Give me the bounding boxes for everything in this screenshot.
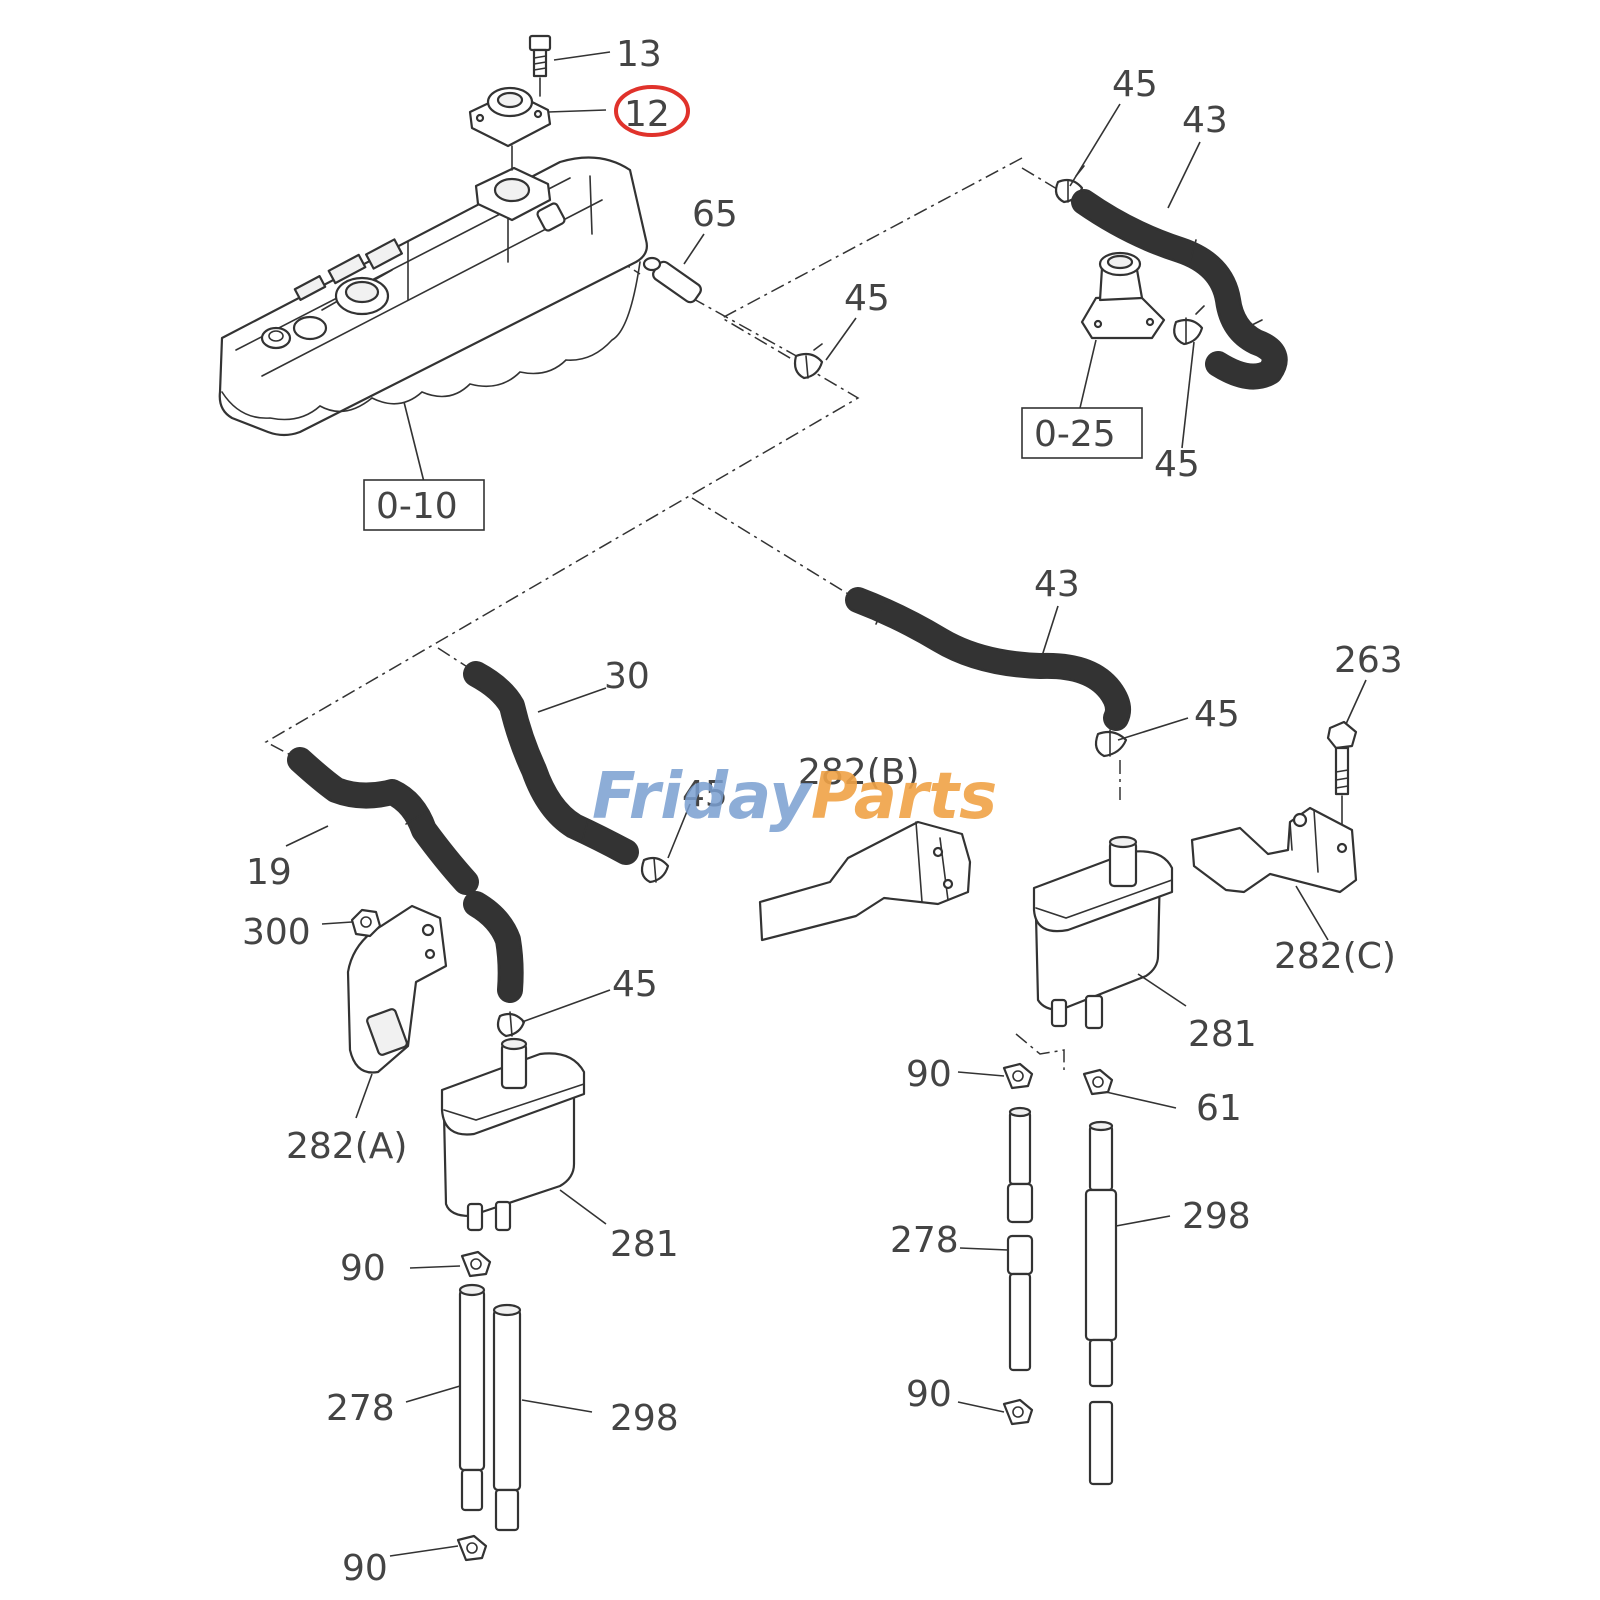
- callout-43-top: 43: [1182, 100, 1228, 141]
- connector-65: [642, 256, 702, 304]
- callout-0-10: 0-10: [376, 486, 458, 527]
- rocker-cover: [218, 156, 648, 437]
- line-298-right: [1084, 1120, 1118, 1486]
- clamp-45-top-left: [793, 343, 824, 380]
- callout-45-top-right: 45: [1112, 64, 1158, 105]
- clamp-45-right-fitting: [1173, 305, 1205, 346]
- clamp-90-mid-right: [1002, 1062, 1034, 1090]
- bolt-263: [1326, 720, 1358, 835]
- callout-282b: 282(B): [798, 752, 920, 793]
- callout-90-left-lower: 90: [342, 1548, 388, 1589]
- callout-282a: 282(A): [286, 1126, 407, 1167]
- callout-263: 263: [1334, 640, 1403, 681]
- callout-65: 65: [692, 194, 738, 235]
- callout-281-right: 281: [1188, 1014, 1257, 1055]
- clamp-61: [1082, 1068, 1114, 1096]
- cap-flange-12: [468, 86, 552, 171]
- callout-298-left: 298: [610, 1398, 679, 1439]
- clamp-45-lower-left: [496, 1011, 526, 1038]
- callout-90-right-lower: 90: [906, 1374, 952, 1415]
- bracket-282b: [758, 820, 972, 942]
- reservoir-281-left: [440, 1037, 586, 1232]
- line-278-left: [458, 1283, 486, 1512]
- callout-61: 61: [1196, 1088, 1242, 1129]
- line-278-right: [1006, 1106, 1034, 1372]
- callout-281-left: 281: [610, 1224, 679, 1265]
- svg-text:FridayParts: FridayParts: [592, 760, 997, 834]
- hose-19: [287, 747, 524, 1003]
- callout-300: 300: [242, 912, 311, 953]
- callout-298-right: 298: [1182, 1196, 1251, 1237]
- callout-45-lower-left: 45: [612, 964, 658, 1005]
- reservoir-281-right: [1032, 835, 1174, 1030]
- callout-12: 12: [624, 94, 670, 135]
- clamp-45-mid-right: [1094, 729, 1128, 758]
- watermark-text-parts: Parts: [811, 760, 997, 834]
- clamp-90-left-lower: [456, 1534, 488, 1562]
- hose-30: [463, 661, 639, 865]
- hose-43-top: [1071, 189, 1288, 390]
- leader-lines: [285, 51, 1367, 1557]
- watermark-logo: FridayParts: [592, 760, 997, 834]
- callout-45-top-left: 45: [844, 278, 890, 319]
- callout-282c: 282(C): [1274, 936, 1396, 977]
- callout-45-mid-left: 45: [682, 774, 728, 815]
- nut-300: [350, 908, 382, 938]
- bracket-282a: [346, 904, 448, 1074]
- fitting-0-25: [1080, 251, 1166, 340]
- bracket-282c: [1190, 806, 1358, 894]
- hose-43-mid: [845, 587, 1131, 731]
- callout-19: 19: [246, 852, 292, 893]
- callout-13: 13: [616, 34, 662, 75]
- callouts: 13 12 65 45 45 43 0-10 0-25 45 43 45 263…: [242, 34, 1403, 1589]
- ref-box-0-10: [363, 479, 485, 531]
- callout-45-mid-right: 45: [1194, 694, 1240, 735]
- clamp-90-right-lower: [1002, 1398, 1034, 1426]
- ref-box-0-25: [1021, 407, 1143, 459]
- callout-90-mid-right: 90: [906, 1054, 952, 1095]
- callout-90-left-upper: 90: [340, 1248, 386, 1289]
- callout-45-right-fitting: 45: [1154, 444, 1200, 485]
- clamp-45-mid-left: [640, 856, 670, 884]
- callout-278-left: 278: [326, 1388, 395, 1429]
- clamp-90-left-upper: [460, 1250, 492, 1278]
- bolt-13: [528, 34, 552, 97]
- watermark-text-friday: Friday: [592, 760, 813, 834]
- line-298-left: [492, 1303, 522, 1532]
- callout-278-right: 278: [890, 1220, 959, 1261]
- callout-30: 30: [604, 656, 650, 697]
- callout-0-25: 0-25: [1034, 414, 1116, 455]
- callout-43-mid: 43: [1034, 564, 1080, 605]
- highlight-circle: [614, 85, 690, 137]
